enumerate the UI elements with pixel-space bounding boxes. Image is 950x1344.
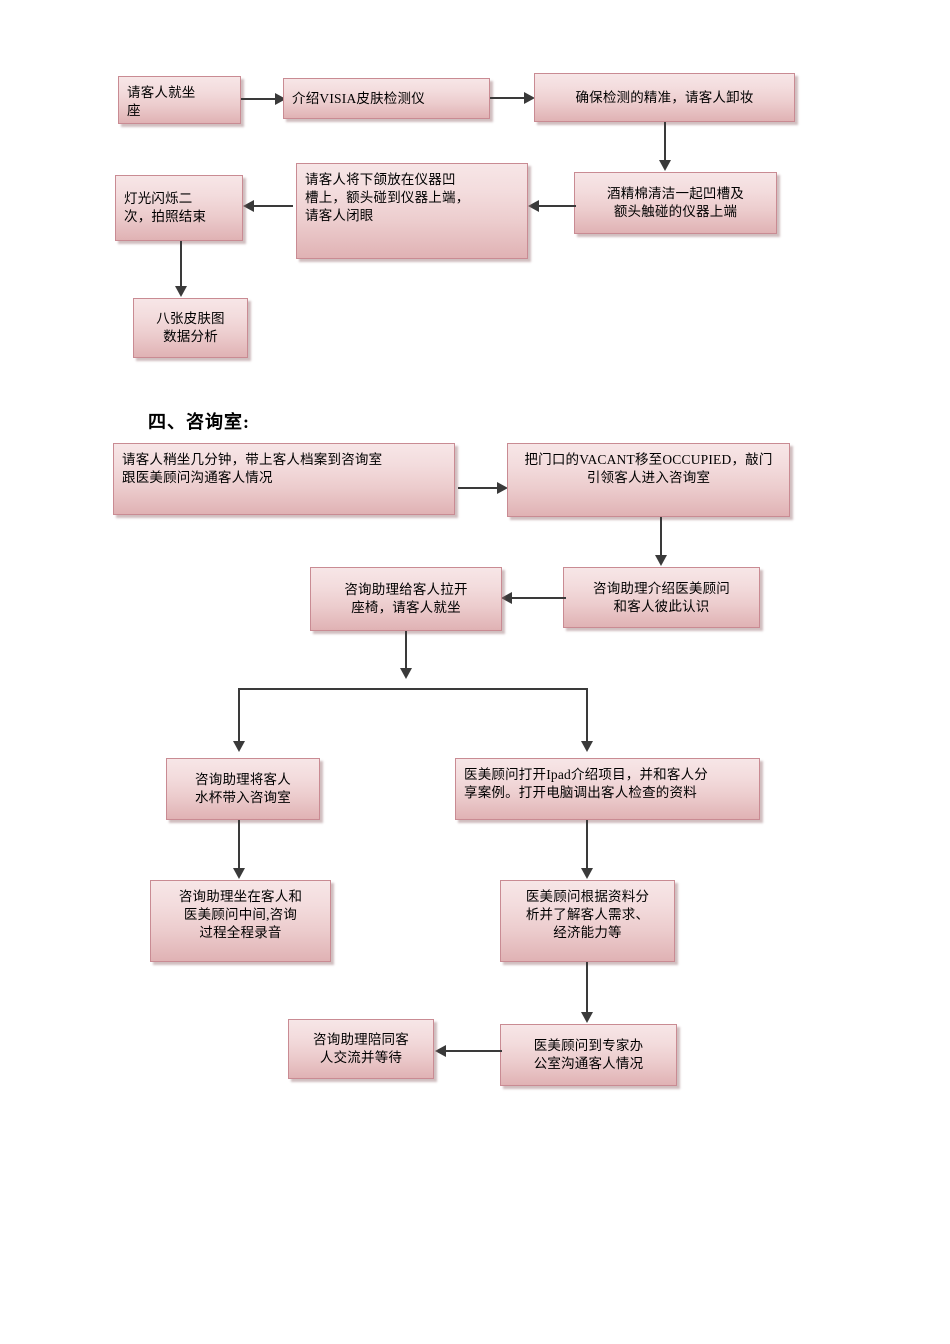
connector-n12-n14 [238,820,240,875]
connector-n17-n16 [442,1050,502,1052]
arrowhead-split-left [233,741,245,752]
flow-node-advisor-to-expert-office[interactable]: 医美顾问到专家办 公室沟通客人情况 [500,1024,677,1086]
arrowhead-n8-n9 [497,482,508,494]
connector-split-left [238,688,240,746]
flow-node-vacant-to-occupied[interactable]: 把门口的VACANT移至OCCUPIED，敲门 引领客人进入咨询室 [507,443,790,517]
flow-node-ensure-accuracy-remove-makeup[interactable]: 确保检测的精准，请客人卸妆 [534,73,795,122]
connector-n8-n9 [458,487,500,489]
connector-n11-junction [405,631,407,676]
flow-node-advisor-analyzes-needs[interactable]: 医美顾问根据资料分 析并了解客人需求、 经济能力等 [500,880,675,962]
connector-n2-n3 [490,97,528,99]
connector-split-right [586,688,588,746]
arrowhead-n9-n10 [655,555,667,566]
flow-node-assistant-records-session[interactable]: 咨询助理坐在客人和 医美顾问中间,咨询 过程全程录音 [150,880,331,962]
connector-n10-n11 [508,597,566,599]
section-heading-consultation-room: 四、咨询室: [148,412,250,432]
arrowhead-n5-n6 [243,200,254,212]
arrowhead-n11-junction [400,668,412,679]
arrowhead-n2-n3 [524,92,535,104]
flow-node-assistant-pulls-chair[interactable]: 咨询助理给客人拉开 座椅，请客人就坐 [310,567,502,631]
arrowhead-n17-n16 [435,1045,446,1057]
connector-n4-n5 [534,205,576,207]
arrowhead-n12-n14 [233,868,245,879]
flow-node-assistant-brings-water-cup[interactable]: 咨询助理将客人 水杯带入咨询室 [166,758,320,820]
arrowhead-n6-n7 [175,286,187,297]
flow-node-request-guest-seated[interactable]: 请客人就坐 座 [118,76,241,124]
connector-n1-n2 [241,98,277,100]
arrowhead-n1-n2 [275,93,286,105]
connector-split-bar [238,688,588,690]
connector-n13-n15 [586,820,588,875]
connector-n5-n6 [249,205,293,207]
arrowhead-n10-n11 [501,592,512,604]
flow-node-assistant-accompanies-guest[interactable]: 咨询助理陪同客 人交流并等待 [288,1019,434,1079]
flow-node-alcohol-cotton-clean[interactable]: 酒精棉清洁一起凹槽及 额头触碰的仪器上端 [574,172,777,234]
flow-node-chin-on-device[interactable]: 请客人将下颌放在仪器凹 槽上，额头碰到仪器上端， 请客人闭眼 [296,163,528,259]
arrowhead-n3-n4 [659,160,671,171]
flow-node-light-flash-photo-done[interactable]: 灯光闪烁二 次，拍照结束 [115,175,243,241]
flow-node-guest-wait-bring-file[interactable]: 请客人稍坐几分钟，带上客人档案到咨询室 跟医美顾问沟通客人情况 [113,443,455,515]
arrowhead-split-right [581,741,593,752]
connector-n15-n17 [586,962,588,1019]
arrowhead-n13-n15 [581,868,593,879]
connector-n6-n7 [180,241,182,293]
arrowhead-n15-n17 [581,1012,593,1023]
flow-node-eight-skin-images-analysis[interactable]: 八张皮肤图 数据分析 [133,298,248,358]
flow-node-introduce-visia[interactable]: 介绍VISIA皮肤检测仪 [283,78,490,119]
arrowhead-n4-n5 [528,200,539,212]
flow-node-assistant-introduces-advisor[interactable]: 咨询助理介绍医美顾问 和客人彼此认识 [563,567,760,628]
flow-node-advisor-ipad-presentation[interactable]: 医美顾问打开Ipad介绍项目，并和客人分 享案例。打开电脑调出客人检查的资料 [455,758,760,820]
connector-n3-n4 [664,122,666,168]
connector-n9-n10 [660,517,662,561]
